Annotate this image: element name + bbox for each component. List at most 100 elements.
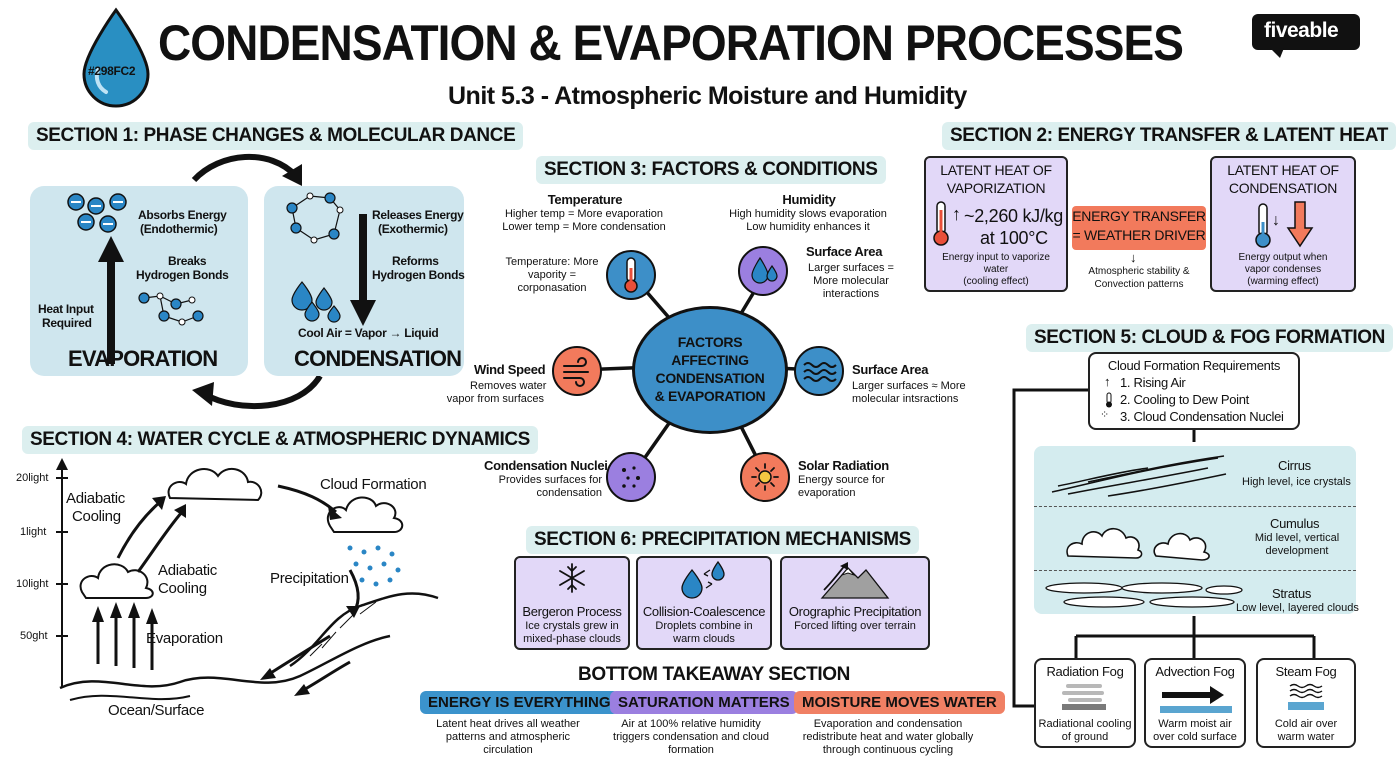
- condensation-heat-box: [1210, 156, 1356, 292]
- snowflake-icon: [559, 563, 585, 593]
- surface1-title: Surface Area: [806, 244, 883, 259]
- cirrus-name: Cirrus: [1278, 458, 1311, 473]
- nuclei-title: Condensation Nuclei: [484, 458, 608, 473]
- cumulus-desc2: development: [1265, 545, 1329, 557]
- vap-title2: VAPORIZATION: [946, 180, 1046, 196]
- waves-node: [794, 346, 844, 396]
- solar-l2: evaporation: [798, 487, 856, 499]
- transfer-l1: ENERGY TRANSFER: [1072, 208, 1206, 224]
- droplets-merge-icon: [681, 560, 725, 599]
- stratus-cloud-icon: [1045, 582, 1243, 608]
- moisture-l1: Evaporation and condensation: [813, 718, 963, 730]
- mountain-icon: [820, 562, 890, 599]
- fiveable-logo[interactable]: fiveable: [1252, 14, 1360, 50]
- radiation-fog-icon: [1062, 684, 1106, 710]
- solar-l1: Energy source for: [798, 474, 885, 486]
- vap-note1: Energy input to vaporize: [942, 252, 1050, 263]
- center-l2: AFFECTING: [671, 352, 749, 368]
- energy-transfer-badge: [1072, 206, 1206, 250]
- energy-l3: circulation: [483, 744, 533, 756]
- adiabatic-mid-2: Cooling: [158, 580, 207, 597]
- logo-tail: [1270, 48, 1284, 58]
- section5-connectors: [1012, 388, 1316, 708]
- vaporization-box: [924, 156, 1068, 292]
- section4-heading: SECTION 4: WATER CYCLE & ATMOSPHERIC DYN…: [22, 426, 538, 454]
- orographic-l1: Forced lifting over terrain: [794, 620, 916, 632]
- altitude-axis: [56, 458, 68, 688]
- vap-title1: LATENT HEAT OF: [940, 162, 1052, 178]
- saturation-l2: triggers condensation and cloud: [613, 731, 769, 743]
- section5-heading: SECTION 5: CLOUD & FOG FORMATION: [1026, 324, 1394, 352]
- center-l3: CONDENSATION: [655, 370, 765, 386]
- vap-note2: water: [983, 264, 1009, 275]
- droplets-icon: [291, 281, 341, 323]
- surface2-title: Surface Area: [852, 362, 929, 377]
- wind-l2: vapor from surfaces: [446, 393, 544, 405]
- req-2: 2. Cooling to Dew Point: [1120, 392, 1249, 407]
- water-drop-icon: [82, 7, 150, 108]
- energy-l1: Latent heat drives all weather: [436, 718, 580, 730]
- waves-icon: [803, 362, 837, 382]
- evap-heat2: Required: [42, 316, 92, 330]
- stab-l1: Atmospheric stability &: [1088, 266, 1190, 277]
- moisture-l3: through continuous cycling: [822, 744, 954, 756]
- molecule-chain-icon: [286, 192, 344, 244]
- evap-absorbs: Absorbs Energy: [138, 208, 227, 222]
- wind-title: Wind Speed: [474, 362, 546, 377]
- adiabatic-top-1: Adiabatic: [66, 490, 126, 507]
- energy-l2: patterns and atmospheric: [445, 731, 571, 743]
- stratus-desc: Low level, layered clouds: [1236, 602, 1359, 614]
- down-arrow-icon: [350, 214, 376, 326]
- evap-breaks2: Hydrogen Bonds: [136, 268, 229, 282]
- collision-l1: Droplets combine in: [655, 620, 753, 632]
- thermometer-icon: [624, 257, 638, 293]
- bergeron-l2: mixed-phase clouds: [523, 633, 621, 645]
- nuclei-l1: Provides surfaces for: [498, 474, 602, 486]
- vap-value2: at 100°C: [980, 228, 1048, 248]
- cirrus-cloud-icon: [1051, 455, 1227, 497]
- thermometer-cool-icon: [1255, 203, 1271, 248]
- ocean-label: Ocean/Surface: [108, 702, 205, 719]
- cloud-formation-label: Cloud Formation: [320, 476, 427, 493]
- tick-3: 10light: [16, 578, 49, 590]
- saturation-pill: SATURATION MATTERS: [610, 691, 798, 714]
- surface1-l3: interactions: [822, 288, 880, 300]
- tick-1: 20light: [16, 472, 49, 484]
- cumulus-cloud-icon: [1066, 527, 1210, 561]
- adiabatic-top-2: Cooling: [72, 508, 121, 525]
- tick-2: 1light: [20, 526, 47, 538]
- collision-title: Collision-Coalescence: [642, 604, 766, 619]
- humidity-l2: Low humidity enhances it: [746, 221, 870, 233]
- stratus-name: Stratus: [1272, 586, 1312, 601]
- tick-4: 50ght: [20, 630, 48, 642]
- fog2-d1: Warm moist air: [1158, 718, 1232, 730]
- factors-center-circle: [632, 306, 788, 434]
- fog2-d2: over cold surface: [1153, 731, 1237, 743]
- molecules-icon: [67, 193, 127, 233]
- fog1-name: Radiation Fog: [1046, 664, 1124, 679]
- condheat-title1: LATENT HEAT OF: [1227, 162, 1339, 178]
- steam-fog-box: [1256, 658, 1356, 748]
- fog1-d1: Radiational cooling: [1038, 718, 1132, 730]
- fog2-name: Advection Fog: [1155, 664, 1235, 679]
- vap-value1: ~2,260 kJ/kg: [964, 206, 1063, 226]
- temperature-l2: Lower temp = More condensation: [502, 221, 666, 233]
- cond-releases: Releases Energy: [372, 208, 464, 222]
- red-down-arrow-icon: [1286, 201, 1314, 248]
- humidity-l1: High humidity slows evaporation: [729, 208, 887, 220]
- orographic-title: Orographic Precipitation: [788, 604, 922, 619]
- divider-1: [1034, 506, 1356, 507]
- wind-icon: [563, 357, 589, 387]
- req-3: 3. Cloud Condensation Nuclei: [1120, 409, 1284, 424]
- temperature-l1: Higher temp = More evaporation: [504, 208, 664, 220]
- req-1: 1. Rising Air: [1120, 375, 1186, 390]
- nuclei-node: [606, 452, 656, 502]
- evaporation-label: EVAPORATION: [68, 346, 218, 371]
- surface1-l1: Larger surfaces =: [808, 262, 894, 274]
- tempnode-l2: vapority =: [528, 269, 576, 281]
- condheat-note3: (warming effect): [1247, 276, 1319, 287]
- nuclei-dots-icon: ⁘: [1100, 409, 1110, 421]
- moisture-pill: MOISTURE MOVES WATER: [794, 691, 1005, 714]
- transfer-arrow: ↓: [1130, 250, 1137, 265]
- wind-l1: Removes water: [470, 380, 547, 392]
